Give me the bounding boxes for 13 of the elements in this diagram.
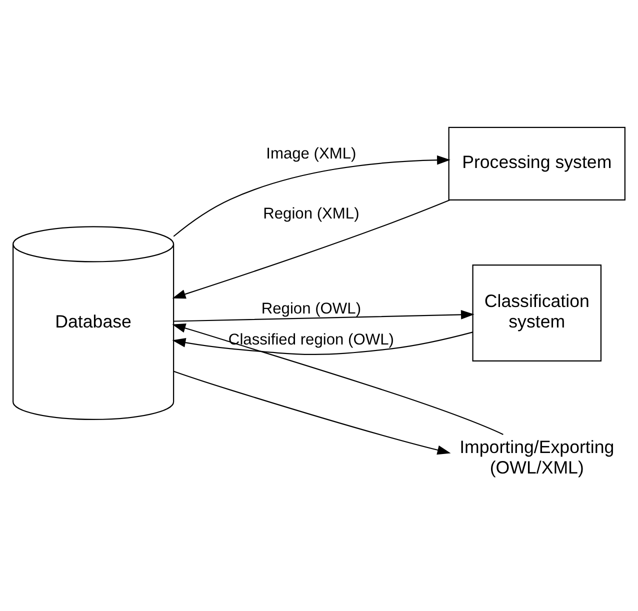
arrow bbox=[172, 200, 450, 299]
node-box: Classification system bbox=[472, 264, 602, 362]
edge-label: Image (XML) bbox=[266, 145, 356, 162]
arrow bbox=[173, 155, 450, 237]
node-box: Processing system bbox=[448, 126, 626, 200]
node-text: Importing/Exporting (OWL/XML) bbox=[460, 437, 614, 478]
arrow bbox=[172, 332, 473, 356]
edge-label: Classified region (OWL) bbox=[228, 331, 394, 348]
edge-label: Region (XML) bbox=[263, 206, 360, 223]
arrow bbox=[174, 310, 474, 322]
arrow bbox=[174, 370, 451, 455]
arrow bbox=[172, 324, 504, 435]
edge-label: Region (OWL) bbox=[261, 300, 362, 318]
